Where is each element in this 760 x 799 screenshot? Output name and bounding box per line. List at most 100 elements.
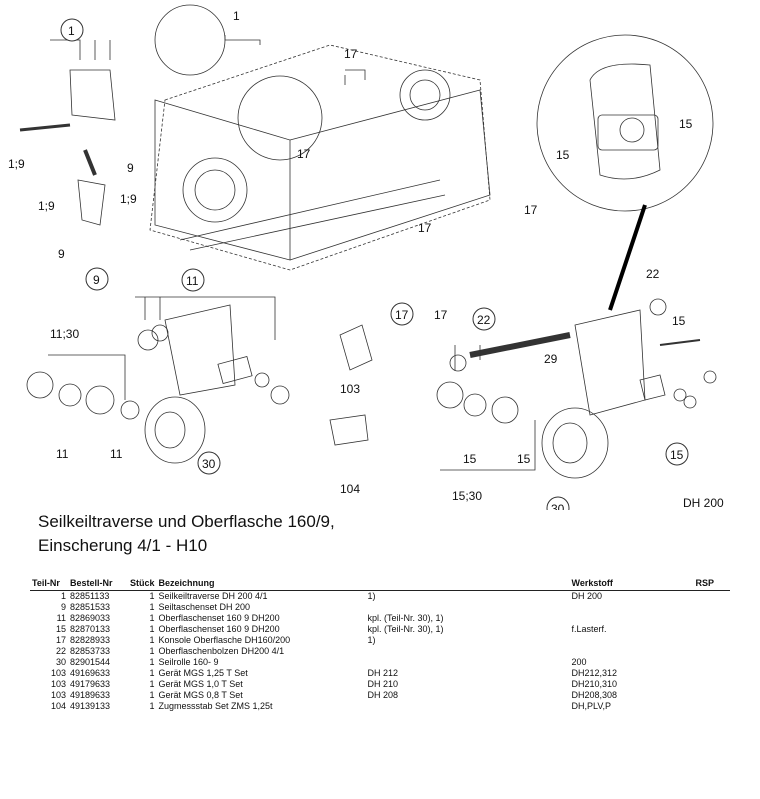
- callout-bubble-30-right: [546, 496, 570, 510]
- cell-teil: 1: [60, 591, 66, 601]
- detail-circle-2: [237, 75, 323, 161]
- cell-werk: DH210,310: [571, 679, 618, 689]
- cell-stk: 1: [149, 635, 155, 645]
- callout-30-b: 30: [551, 502, 565, 510]
- col-rsp: RSP: [695, 578, 715, 588]
- page-title-line-1: Seilkeiltraverse und Oberflasche 160/9,: [38, 512, 335, 531]
- callout-bubble-17: [390, 302, 414, 326]
- callout-11-b: 11: [56, 447, 69, 461]
- cell-best: 49169633: [70, 668, 111, 678]
- cell-werk: [570, 602, 694, 613]
- cell-best: 82851133: [70, 591, 110, 601]
- cell-werk: DH 200: [571, 591, 603, 601]
- callout-9-b: 9: [58, 247, 65, 261]
- cell-bez: Seilrolle 160- 9: [158, 657, 219, 667]
- callout-22-b: 22: [477, 313, 491, 327]
- cell-stk: 1: [149, 624, 155, 634]
- cell-stk: 1: [149, 690, 155, 700]
- cell-note: [366, 701, 570, 712]
- cell-teil: 22: [55, 646, 66, 656]
- cell-note: 1): [367, 635, 376, 645]
- cell-note: [366, 602, 570, 613]
- cell-rsp: [694, 635, 730, 646]
- cell-rsp: [694, 701, 730, 712]
- parts-table: Teil-Nr Bestell-Nr Stück Bezeichnung Wer…: [30, 578, 730, 712]
- callout-30-a: 30: [202, 457, 216, 471]
- callout-1-top: 1: [68, 24, 75, 38]
- cell-best: 82901544: [70, 657, 111, 667]
- callout-17-f: 17: [434, 308, 448, 322]
- cell-rsp: [694, 613, 730, 624]
- cell-rsp: [694, 624, 730, 635]
- callout-103: 103: [340, 382, 360, 396]
- callout-11-c: 11: [110, 447, 123, 461]
- callout-9-a: 9: [127, 161, 134, 175]
- cell-bez: Konsole Oberflasche DH160/200: [158, 635, 291, 645]
- cell-best: 82870133: [70, 624, 111, 634]
- cell-note: kpl. (Teil-Nr. 30), 1): [367, 613, 444, 623]
- cell-teil: 9: [60, 602, 66, 612]
- cell-rsp: [694, 591, 730, 603]
- callout-104: 104: [340, 482, 360, 496]
- cell-teil: 103: [50, 679, 66, 689]
- cell-werk: [570, 646, 694, 657]
- cell-best: 49139133: [70, 701, 111, 711]
- cell-stk: 1: [149, 646, 155, 656]
- cell-rsp: [694, 679, 730, 690]
- cell-stk: 1: [149, 657, 155, 667]
- callout-15-30: 15;30: [452, 489, 482, 503]
- cell-note: kpl. (Teil-Nr. 30), 1): [367, 624, 444, 634]
- cell-teil: 30: [55, 657, 66, 667]
- cell-teil: 104: [50, 701, 66, 711]
- cell-bez: Oberflaschenset 160 9 DH200: [158, 624, 280, 634]
- callout-29: 29: [544, 352, 558, 366]
- cell-rsp: [694, 602, 730, 613]
- cell-stk: 1: [149, 602, 155, 612]
- cell-werk: DH,PLV,P: [571, 701, 612, 711]
- callout-1-pins: 1: [233, 9, 240, 23]
- cell-teil: 15: [55, 624, 66, 634]
- callout-bubble-22: [472, 307, 496, 331]
- callout-22-a: 22: [646, 267, 660, 281]
- cell-bez: Zugmessstab Set ZMS 1,25t: [158, 701, 273, 711]
- callout-15-f: 15: [670, 448, 684, 462]
- col-note: [366, 578, 570, 591]
- lower-pulley-bracket: [574, 309, 646, 416]
- cell-note: DH 212: [367, 668, 399, 678]
- cell-werk: DH208,308: [571, 690, 618, 700]
- callout-15-d: 15: [463, 452, 477, 466]
- callout-17-c: 17: [418, 221, 432, 235]
- cell-note: [366, 646, 570, 657]
- callout-17-d: 17: [524, 203, 538, 217]
- cell-best: 82869033: [70, 613, 111, 623]
- page-title-line-2: Einscherung 4/1 - H10: [38, 536, 208, 555]
- cell-stk: 1: [149, 613, 155, 623]
- cell-note: 1): [367, 591, 376, 601]
- cell-werk: [570, 635, 694, 646]
- callout-11-30: 11;30: [50, 327, 79, 341]
- detail-circle-3: [536, 34, 714, 212]
- upper-pulley-bracket: [164, 304, 236, 396]
- exploded-parts-drawing: 1 1 17 17 9 1;9 1;9 1;9 9 9 17 17 17 17 …: [8, 4, 717, 510]
- callout-bubble-11: [181, 268, 205, 292]
- callout-17-e: 17: [395, 308, 409, 322]
- load-sensor-103: [339, 324, 373, 371]
- col-bezeichnung: Bezeichnung: [158, 578, 215, 588]
- traverse-frame: [149, 44, 491, 271]
- cell-werk: f.Lasterf.: [571, 624, 607, 634]
- cell-teil: 11: [56, 613, 66, 623]
- callout-1-9-a: 1;9: [8, 157, 25, 171]
- cell-best: 49179633: [70, 679, 111, 689]
- cell-bez: Gerät MGS 1,25 T Set: [158, 668, 248, 678]
- cell-werk: 200: [571, 657, 587, 667]
- cell-werk: [570, 613, 694, 624]
- cell-best: 49189633: [70, 690, 111, 700]
- cell-note: DH 208: [367, 690, 399, 700]
- cell-rsp: [694, 646, 730, 657]
